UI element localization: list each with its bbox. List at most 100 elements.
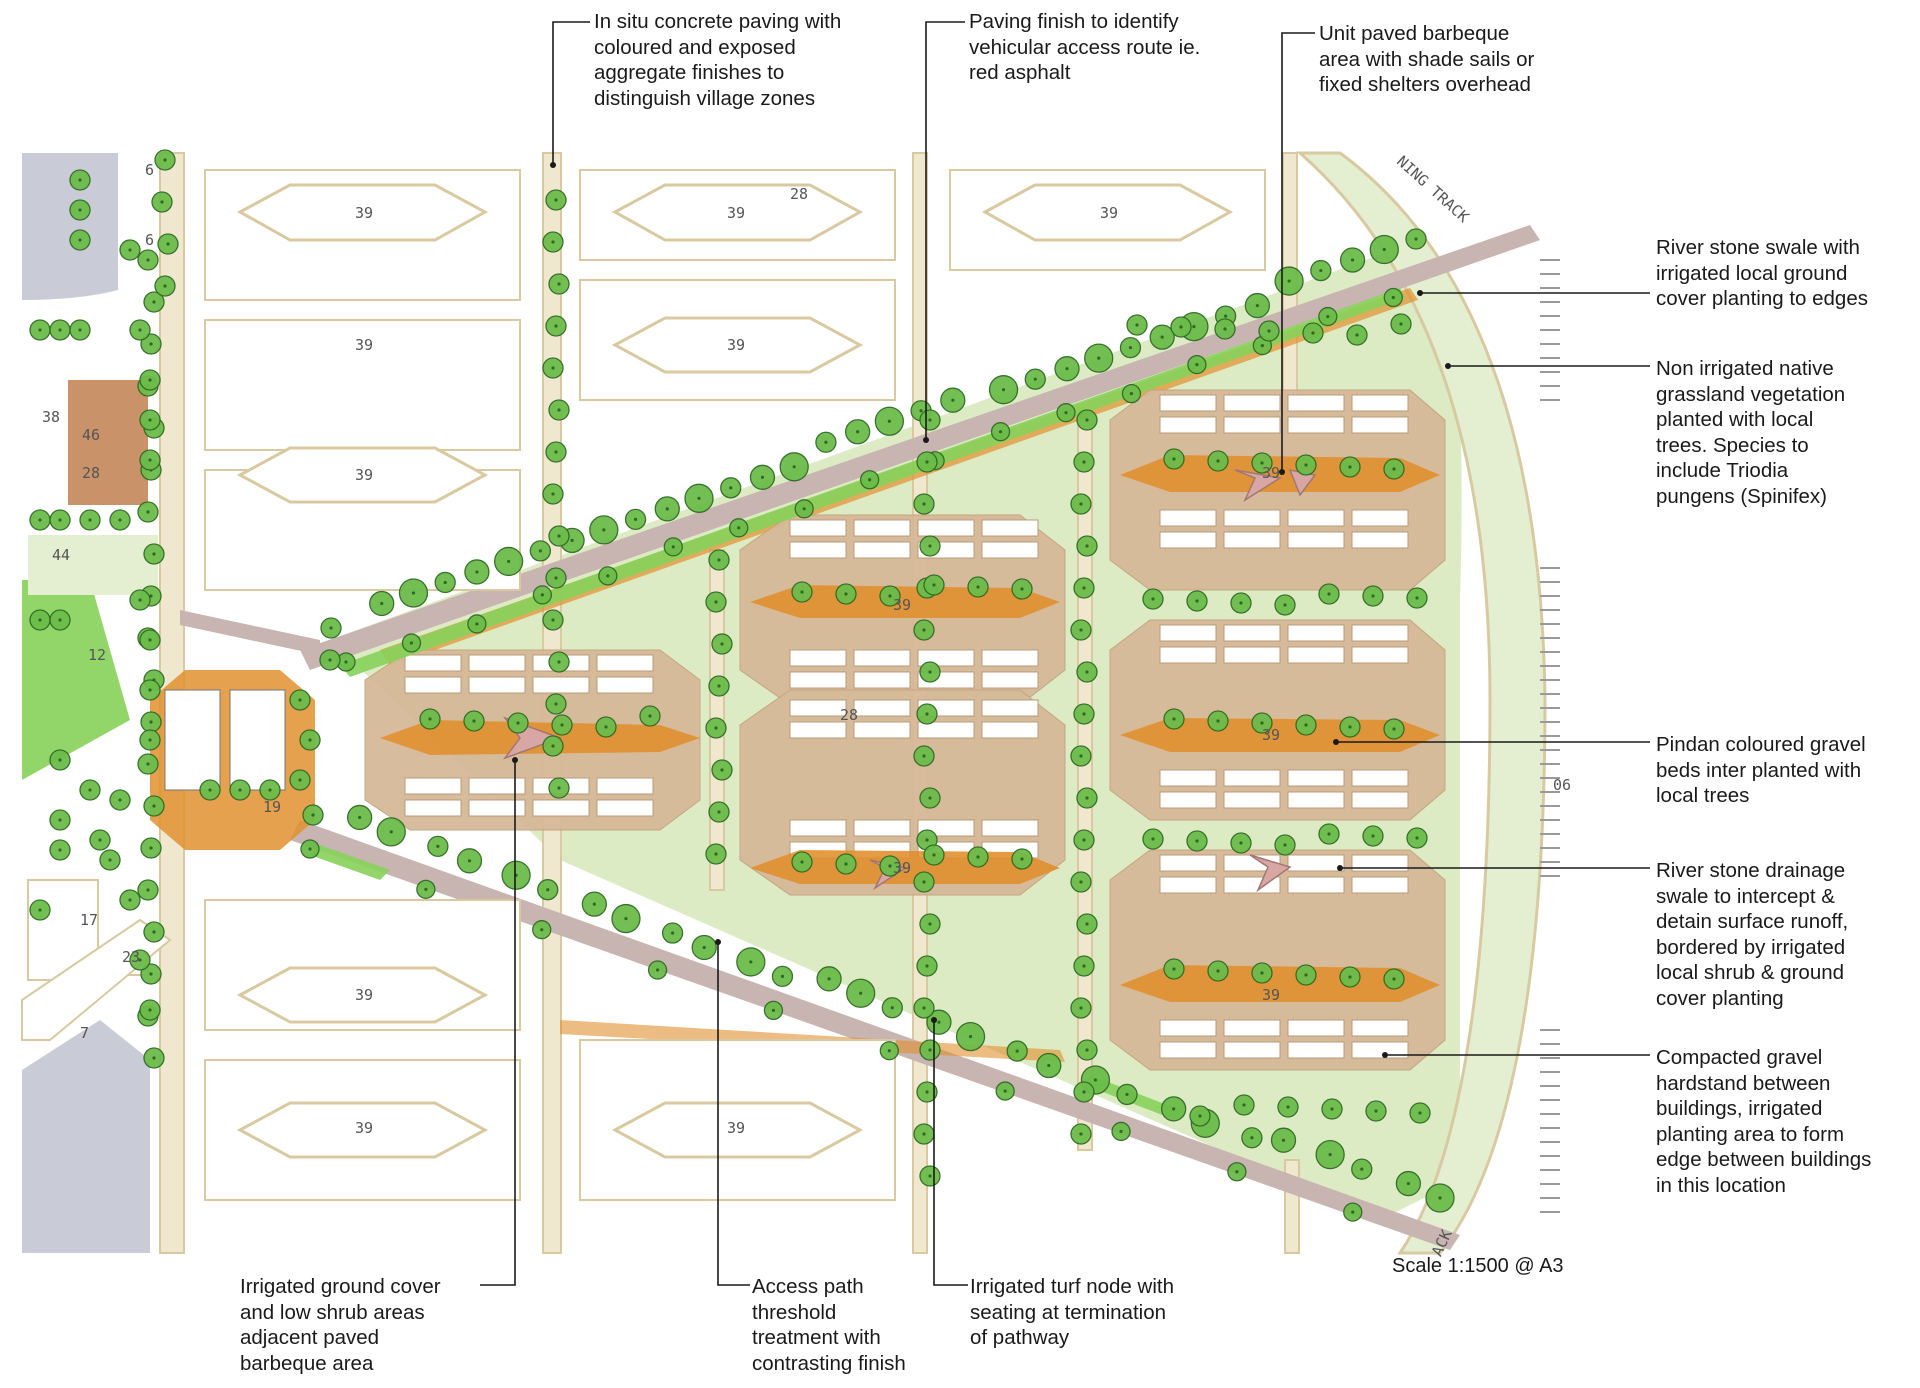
tree: [1073, 1081, 1095, 1103]
tree: [119, 889, 141, 911]
unit-label: 39: [355, 204, 373, 222]
tree: [79, 509, 101, 531]
building-bar: [917, 721, 975, 739]
building-bar: [532, 676, 590, 694]
callout-access-path: Access path threshold treatment with con…: [752, 1275, 906, 1375]
tree: [542, 609, 564, 631]
lot-46-28: [68, 380, 148, 505]
tree: [319, 649, 341, 671]
building-bar: [1159, 1041, 1217, 1059]
tree: [1409, 1102, 1431, 1124]
building-bar: [981, 699, 1039, 717]
tree: [639, 705, 661, 727]
tree: [791, 581, 813, 603]
tree: [1339, 247, 1366, 273]
tree: [302, 804, 324, 826]
tree: [835, 583, 857, 605]
tree: [548, 525, 570, 547]
tree: [139, 369, 161, 391]
tree: [1056, 403, 1076, 423]
tree: [1054, 356, 1080, 382]
tree: [779, 452, 809, 482]
building-bar: [1287, 646, 1345, 664]
building-bar: [1159, 624, 1217, 642]
tree: [29, 509, 51, 531]
tree: [545, 693, 567, 715]
tree: [1076, 1039, 1098, 1061]
tree: [464, 559, 490, 585]
tree: [369, 590, 395, 617]
building-bar: [1351, 624, 1409, 642]
tree: [137, 501, 159, 523]
callout-in-situ-paving: In situ concrete paving with coloured an…: [594, 10, 842, 110]
unit-label: 39: [355, 336, 373, 354]
building-bar: [981, 541, 1039, 559]
building-bar: [1159, 509, 1217, 527]
callout-vehicular-paving: Paving finish to identify vehicular acce…: [969, 10, 1201, 84]
tree: [1365, 1100, 1387, 1122]
building-bar: [917, 519, 975, 537]
building-bar: [1223, 791, 1281, 809]
tree: [1270, 1127, 1297, 1153]
tree: [137, 249, 159, 271]
building-bar: [468, 777, 526, 795]
unit-label: 28: [840, 706, 858, 724]
building-bar: [404, 676, 462, 694]
tree: [79, 779, 101, 801]
building-bar: [1287, 1041, 1345, 1059]
callout-native-grassland: Non irrigated native grassland vegetatio…: [1656, 357, 1846, 508]
building-bar: [596, 777, 654, 795]
tree: [955, 1021, 986, 1052]
building-bar: [1223, 509, 1281, 527]
unit-label: 12: [88, 646, 106, 664]
building-bar: [1223, 646, 1281, 664]
callout-turf-node: Irrigated turf node with seating at term…: [970, 1275, 1174, 1349]
tree: [69, 199, 91, 221]
building-bar: [1351, 769, 1409, 787]
tree: [1076, 913, 1098, 935]
tree: [548, 651, 570, 673]
tree: [143, 543, 165, 565]
tree: [427, 835, 449, 857]
tree: [1006, 1040, 1028, 1062]
tree: [916, 703, 938, 725]
tree: [916, 1081, 938, 1103]
tree: [137, 879, 159, 901]
unit-label: 39: [1262, 464, 1280, 482]
building-bar: [1287, 769, 1345, 787]
tree: [143, 921, 165, 943]
unit-label: 39: [893, 859, 911, 877]
building-bar: [468, 676, 526, 694]
building-bar: [981, 721, 1039, 739]
tree: [154, 149, 176, 171]
tree: [140, 333, 162, 355]
tree: [794, 499, 814, 519]
tree: [542, 483, 564, 505]
building-bar: [1159, 531, 1217, 549]
tree: [923, 574, 945, 596]
unit-label: 6: [145, 161, 154, 179]
tree: [151, 191, 173, 213]
tree: [467, 614, 487, 634]
tree: [919, 1165, 941, 1187]
tree: [1070, 493, 1092, 515]
building-bar: [853, 671, 911, 689]
building-bar: [1159, 646, 1217, 664]
running-track: [1296, 151, 1547, 1255]
leader-lines: [480, 21, 1650, 1286]
building-bar: [596, 654, 654, 672]
tree: [879, 855, 901, 877]
tree: [1084, 343, 1114, 373]
tree: [990, 422, 1011, 442]
tree: [581, 891, 607, 917]
tree: [913, 1123, 935, 1145]
tree: [29, 899, 51, 921]
tree: [1406, 827, 1428, 849]
tree: [711, 633, 733, 655]
tree: [624, 508, 647, 531]
tree: [708, 549, 730, 571]
tree: [1024, 368, 1046, 390]
tree: [507, 712, 529, 734]
tree: [940, 387, 966, 413]
tree: [109, 789, 131, 811]
